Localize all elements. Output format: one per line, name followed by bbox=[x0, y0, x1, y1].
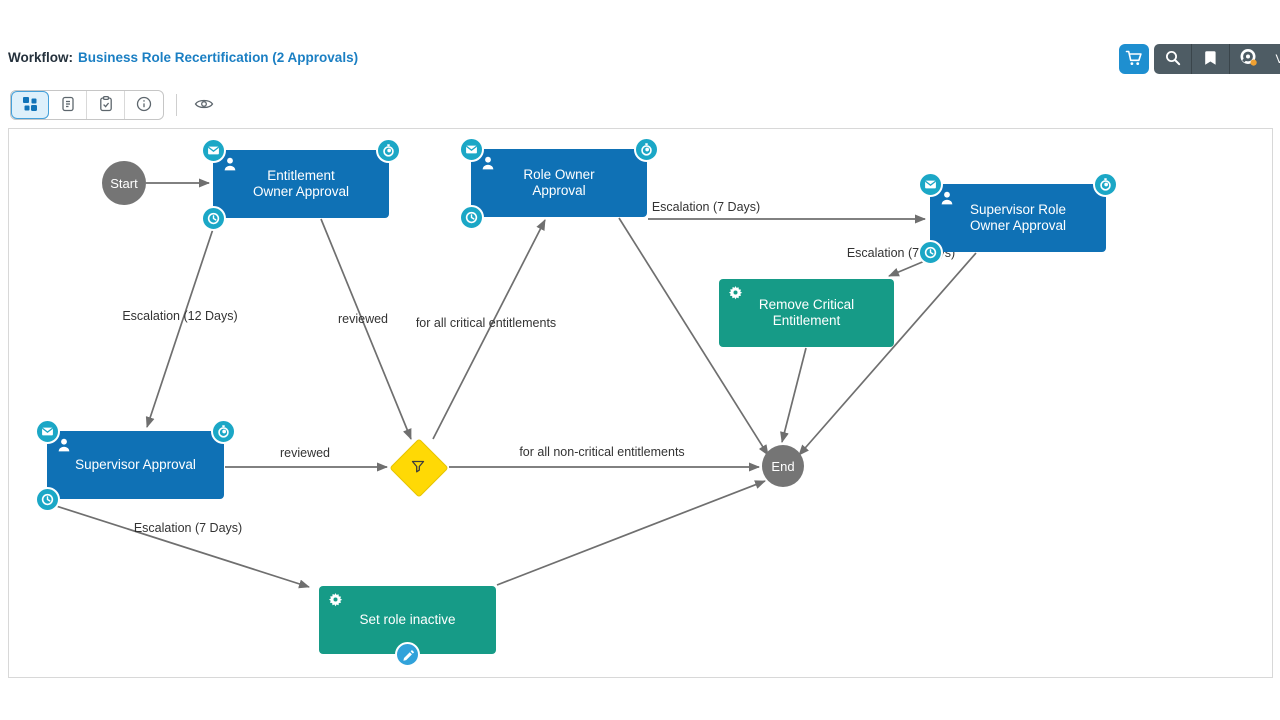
clock-badge-icon bbox=[35, 487, 60, 512]
node-remove-critical-entitlement[interactable]: Remove Critical Entitlement bbox=[719, 279, 894, 347]
edge-removecritical-to-end bbox=[780, 347, 807, 443]
edge-supervisor-to-setrole bbox=[52, 504, 310, 589]
node-end[interactable]: End bbox=[762, 445, 804, 487]
clipboard-check-icon bbox=[97, 95, 115, 116]
timer-badge-icon bbox=[211, 419, 236, 444]
node-supervisor-role-owner-approval[interactable]: Supervisor Role Owner Approval bbox=[918, 172, 1118, 265]
mail-badge-icon bbox=[35, 419, 60, 444]
filter-icon bbox=[410, 459, 426, 480]
search-icon bbox=[1164, 49, 1182, 70]
edge-label-roleowner-to-suproleowner: Escalation (7 Days) bbox=[651, 200, 761, 214]
edge-label-supervisor-to-setrole: Escalation (7 Days) bbox=[133, 521, 243, 535]
view-toolbar bbox=[10, 90, 220, 120]
supervisor-approval-label: Supervisor Approval bbox=[75, 456, 196, 472]
cart-icon bbox=[1125, 49, 1143, 70]
pencil-badge-icon bbox=[394, 642, 420, 667]
document-icon bbox=[59, 95, 77, 116]
person-icon bbox=[480, 155, 496, 175]
cart-button[interactable] bbox=[1119, 44, 1149, 74]
notification-dot bbox=[1250, 59, 1257, 66]
role-owner-approval-label: Role Owner Approval bbox=[523, 166, 595, 198]
gear-icon bbox=[328, 592, 343, 611]
view-button-group bbox=[10, 90, 164, 120]
clock-badge-icon bbox=[918, 240, 943, 265]
start-label: Start bbox=[110, 175, 138, 191]
workflow-canvas[interactable]: Escalation (12 Days) reviewed for all crit… bbox=[8, 128, 1273, 678]
edge-label-supervisor-to-decision: reviewed bbox=[279, 446, 331, 460]
remove-critical-entitlement-label: Remove Critical Entitlement bbox=[758, 296, 855, 328]
edge-setrole-to-end bbox=[496, 480, 766, 586]
topbar-icon-group: VM bbox=[1154, 44, 1280, 74]
end-label: End bbox=[771, 458, 795, 474]
mail-badge-icon bbox=[459, 137, 484, 162]
edge-decision-to-roleowner bbox=[432, 219, 546, 440]
node-role-owner-approval[interactable]: Role Owner Approval bbox=[459, 137, 659, 230]
node-supervisor-approval[interactable]: Supervisor Approval bbox=[35, 419, 236, 512]
edge-suproleowner-to-end bbox=[798, 252, 977, 456]
timer-badge-icon bbox=[376, 138, 401, 163]
view-info-button[interactable] bbox=[125, 91, 163, 119]
edge-label-decision-to-end: for all non-critical entitlements bbox=[519, 445, 685, 459]
bookmark-button[interactable] bbox=[1192, 44, 1229, 74]
mail-badge-icon bbox=[201, 138, 226, 163]
view-diagram-button[interactable] bbox=[11, 91, 49, 119]
edge-entitlement-to-decision bbox=[320, 218, 412, 440]
clock-badge-icon bbox=[201, 206, 226, 231]
workflow-header: Workflow: Business Role Recertification (… bbox=[8, 50, 358, 65]
person-icon bbox=[222, 156, 238, 176]
node-decision[interactable] bbox=[389, 438, 449, 498]
person-icon bbox=[56, 437, 72, 457]
entitlement-owner-approval-label: Entitlement Owner Approval bbox=[252, 167, 350, 199]
divider bbox=[1191, 44, 1192, 74]
gauge-icon bbox=[1238, 47, 1259, 71]
person-icon bbox=[939, 190, 955, 210]
search-button[interactable] bbox=[1154, 44, 1191, 74]
workflow-label: Workflow: bbox=[8, 50, 73, 65]
node-set-role-inactive[interactable]: Set role inactive bbox=[319, 586, 496, 667]
node-entitlement-owner-approval[interactable]: Entitlement Owner Approval bbox=[201, 138, 401, 231]
view-document-button[interactable] bbox=[49, 91, 87, 119]
divider bbox=[1229, 44, 1230, 74]
edge-label-decision-to-roleowner: for all critical entitlements bbox=[415, 316, 557, 330]
mail-badge-icon bbox=[918, 172, 943, 197]
edge-label-entitlement-to-decision: reviewed bbox=[337, 312, 389, 326]
workflow-shapes-icon bbox=[22, 96, 38, 115]
node-start[interactable]: Start bbox=[102, 161, 146, 205]
timer-badge-icon bbox=[1093, 172, 1118, 197]
view-tasks-button[interactable] bbox=[87, 91, 125, 119]
avatar[interactable]: VM bbox=[1267, 44, 1280, 74]
clock-badge-icon bbox=[459, 205, 484, 230]
gear-icon bbox=[728, 285, 743, 304]
edge-roleowner-to-end bbox=[618, 217, 769, 456]
edge-label-entitlement-to-supervisor: Escalation (12 Days) bbox=[122, 309, 238, 323]
session-button[interactable] bbox=[1230, 44, 1267, 74]
node-layer: Start Entitlement Owner Approval Role Owne… bbox=[9, 129, 1272, 677]
supervisor-role-owner-approval-label: Supervisor Role Owner Approval bbox=[969, 201, 1067, 233]
eye-icon bbox=[194, 97, 214, 114]
timer-badge-icon bbox=[634, 137, 659, 162]
set-role-inactive-label: Set role inactive bbox=[359, 611, 456, 627]
bookmark-icon bbox=[1203, 49, 1219, 70]
info-circle-icon bbox=[135, 95, 153, 116]
edge-entitlement-to-supervisor bbox=[145, 219, 217, 428]
workflow-title-link[interactable]: Business Role Recertification (2 Approva… bbox=[78, 50, 359, 65]
preview-button[interactable] bbox=[188, 91, 220, 119]
toolbar-separator bbox=[176, 94, 177, 116]
